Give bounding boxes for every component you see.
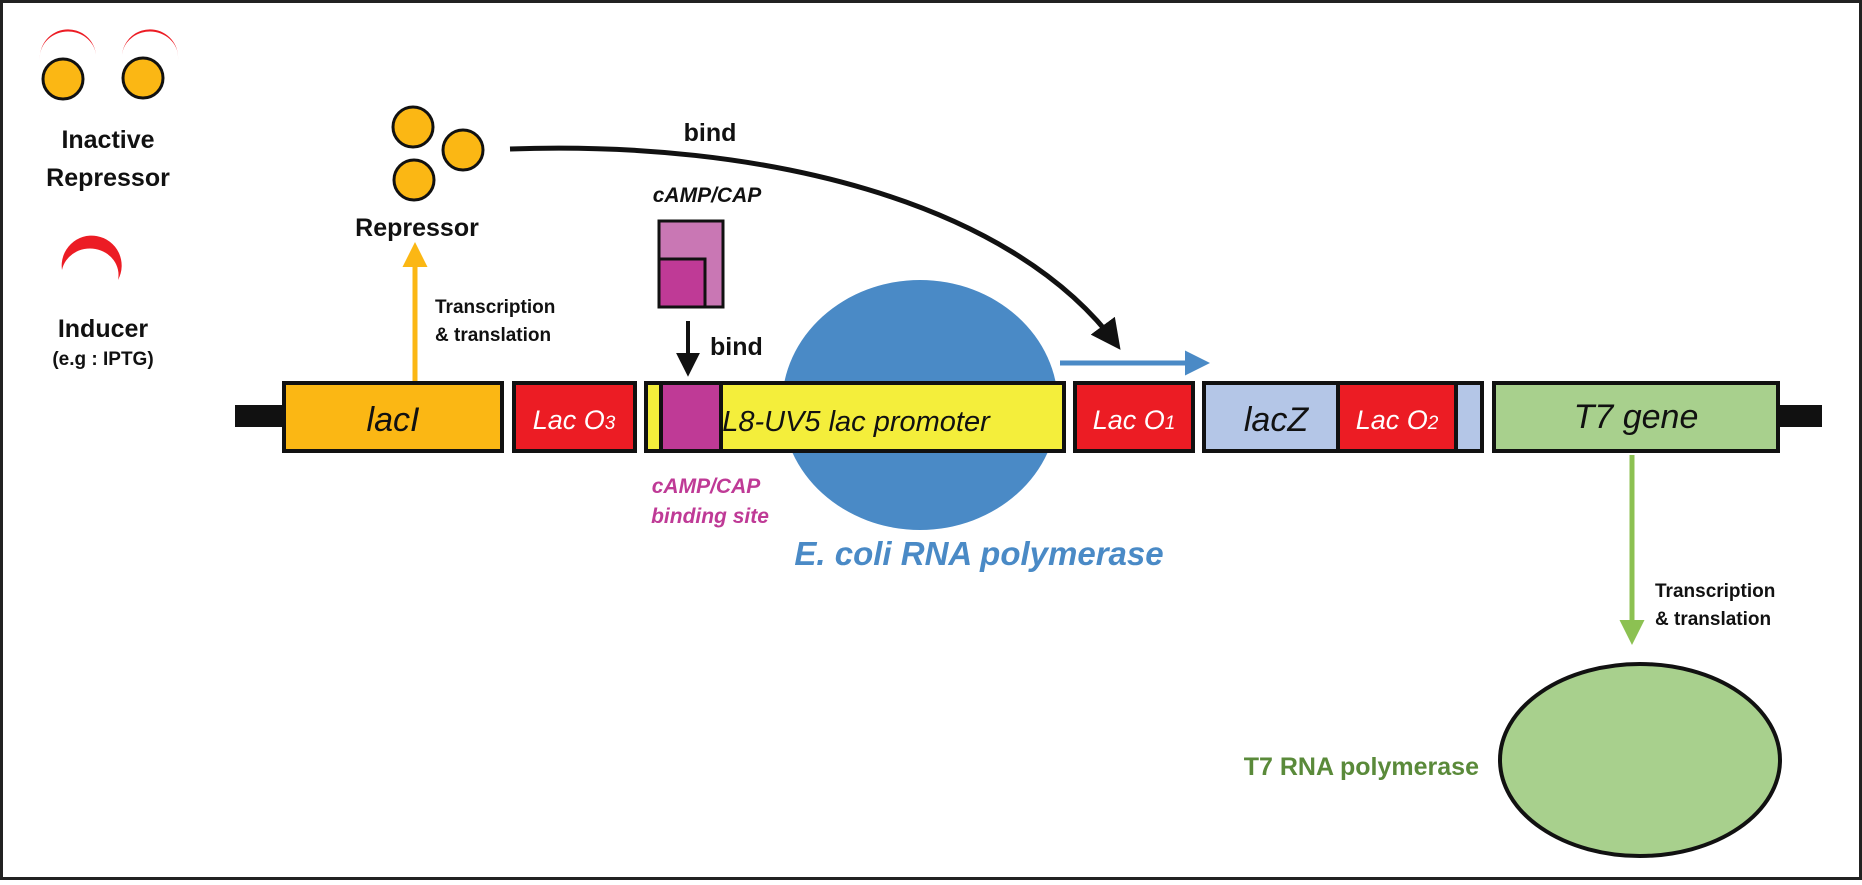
dna-right-end [1778,405,1822,427]
inactive-repressor-label-line1: Inactive [61,126,154,154]
repressor-bind-arrow [509,145,1121,350]
inducer-example-label: (e.g : IPTG) [52,349,153,370]
bind-top-label: bind [684,119,737,147]
repressor-icon [391,105,485,202]
inactive-repressor-label-line2: Repressor [46,164,170,192]
t7-gene-segment: T7 gene [1492,381,1780,453]
inducer-legend: Inducer (e.g : IPTG) [52,235,154,370]
transcription-right-line1: Transcription [1655,581,1775,602]
lac-o3-label: Lac O [533,405,605,435]
lac-o1-segment: Lac O1 [1073,381,1195,453]
dna-left-end [235,405,285,427]
inactive-repressor-icon [39,29,179,101]
lac-promoter-segment: L8-UV5 lac promoter [644,381,1066,453]
svg-text:Lac O3: Lac O3 [533,405,616,435]
svg-text:Lac O1: Lac O1 [1093,405,1176,435]
repressor-label: Repressor [355,214,479,242]
lac-o2-segment [1336,381,1458,453]
binding-site-label-line1: cAMP/CAP [652,475,762,498]
lacz-gene-segment: lacZ Lac O2 [1202,381,1484,453]
camp-cap-label: cAMP/CAP [653,184,763,207]
lac-o3-subscript: 3 [605,413,616,434]
promoter-label: L8-UV5 lac promoter [722,406,991,438]
binding-site-label-line2: binding site [651,505,769,528]
ecoli-rna-polymerase-label: E. coli RNA polymerase [794,535,1163,572]
lac-o3-segment: Lac O3 [512,381,637,453]
transcription-left-line1: Transcription [435,297,555,318]
inducer-icon [61,235,122,280]
lac-o2-subscript: 2 [1427,413,1439,434]
laci-label: lacI [367,401,420,439]
transcription-left-line2: & translation [435,325,551,346]
lac-o1-subscript: 1 [1165,413,1176,434]
t7-rna-polymerase-shape [1498,662,1782,858]
bind-cap-label: bind [710,333,763,361]
lac-o2-label: Lac O [1356,405,1428,435]
lacz-label: lacZ [1244,401,1309,439]
t7-rna-polymerase-label: T7 RNA polymerase [1244,753,1479,781]
inactive-repressor-legend: Inactive Repressor [39,29,179,192]
transcription-right-line2: & translation [1655,609,1771,630]
inducer-label: Inducer [58,315,149,343]
t7-gene-label: T7 gene [1574,398,1699,436]
svg-text:Lac O2: Lac O2 [1356,405,1439,435]
laci-gene-segment: lacI [282,381,504,453]
camp-cap-binding-site-box [659,381,723,453]
camp-cap-complex-icon [657,219,725,309]
lac-o1-label: Lac O [1093,405,1165,435]
